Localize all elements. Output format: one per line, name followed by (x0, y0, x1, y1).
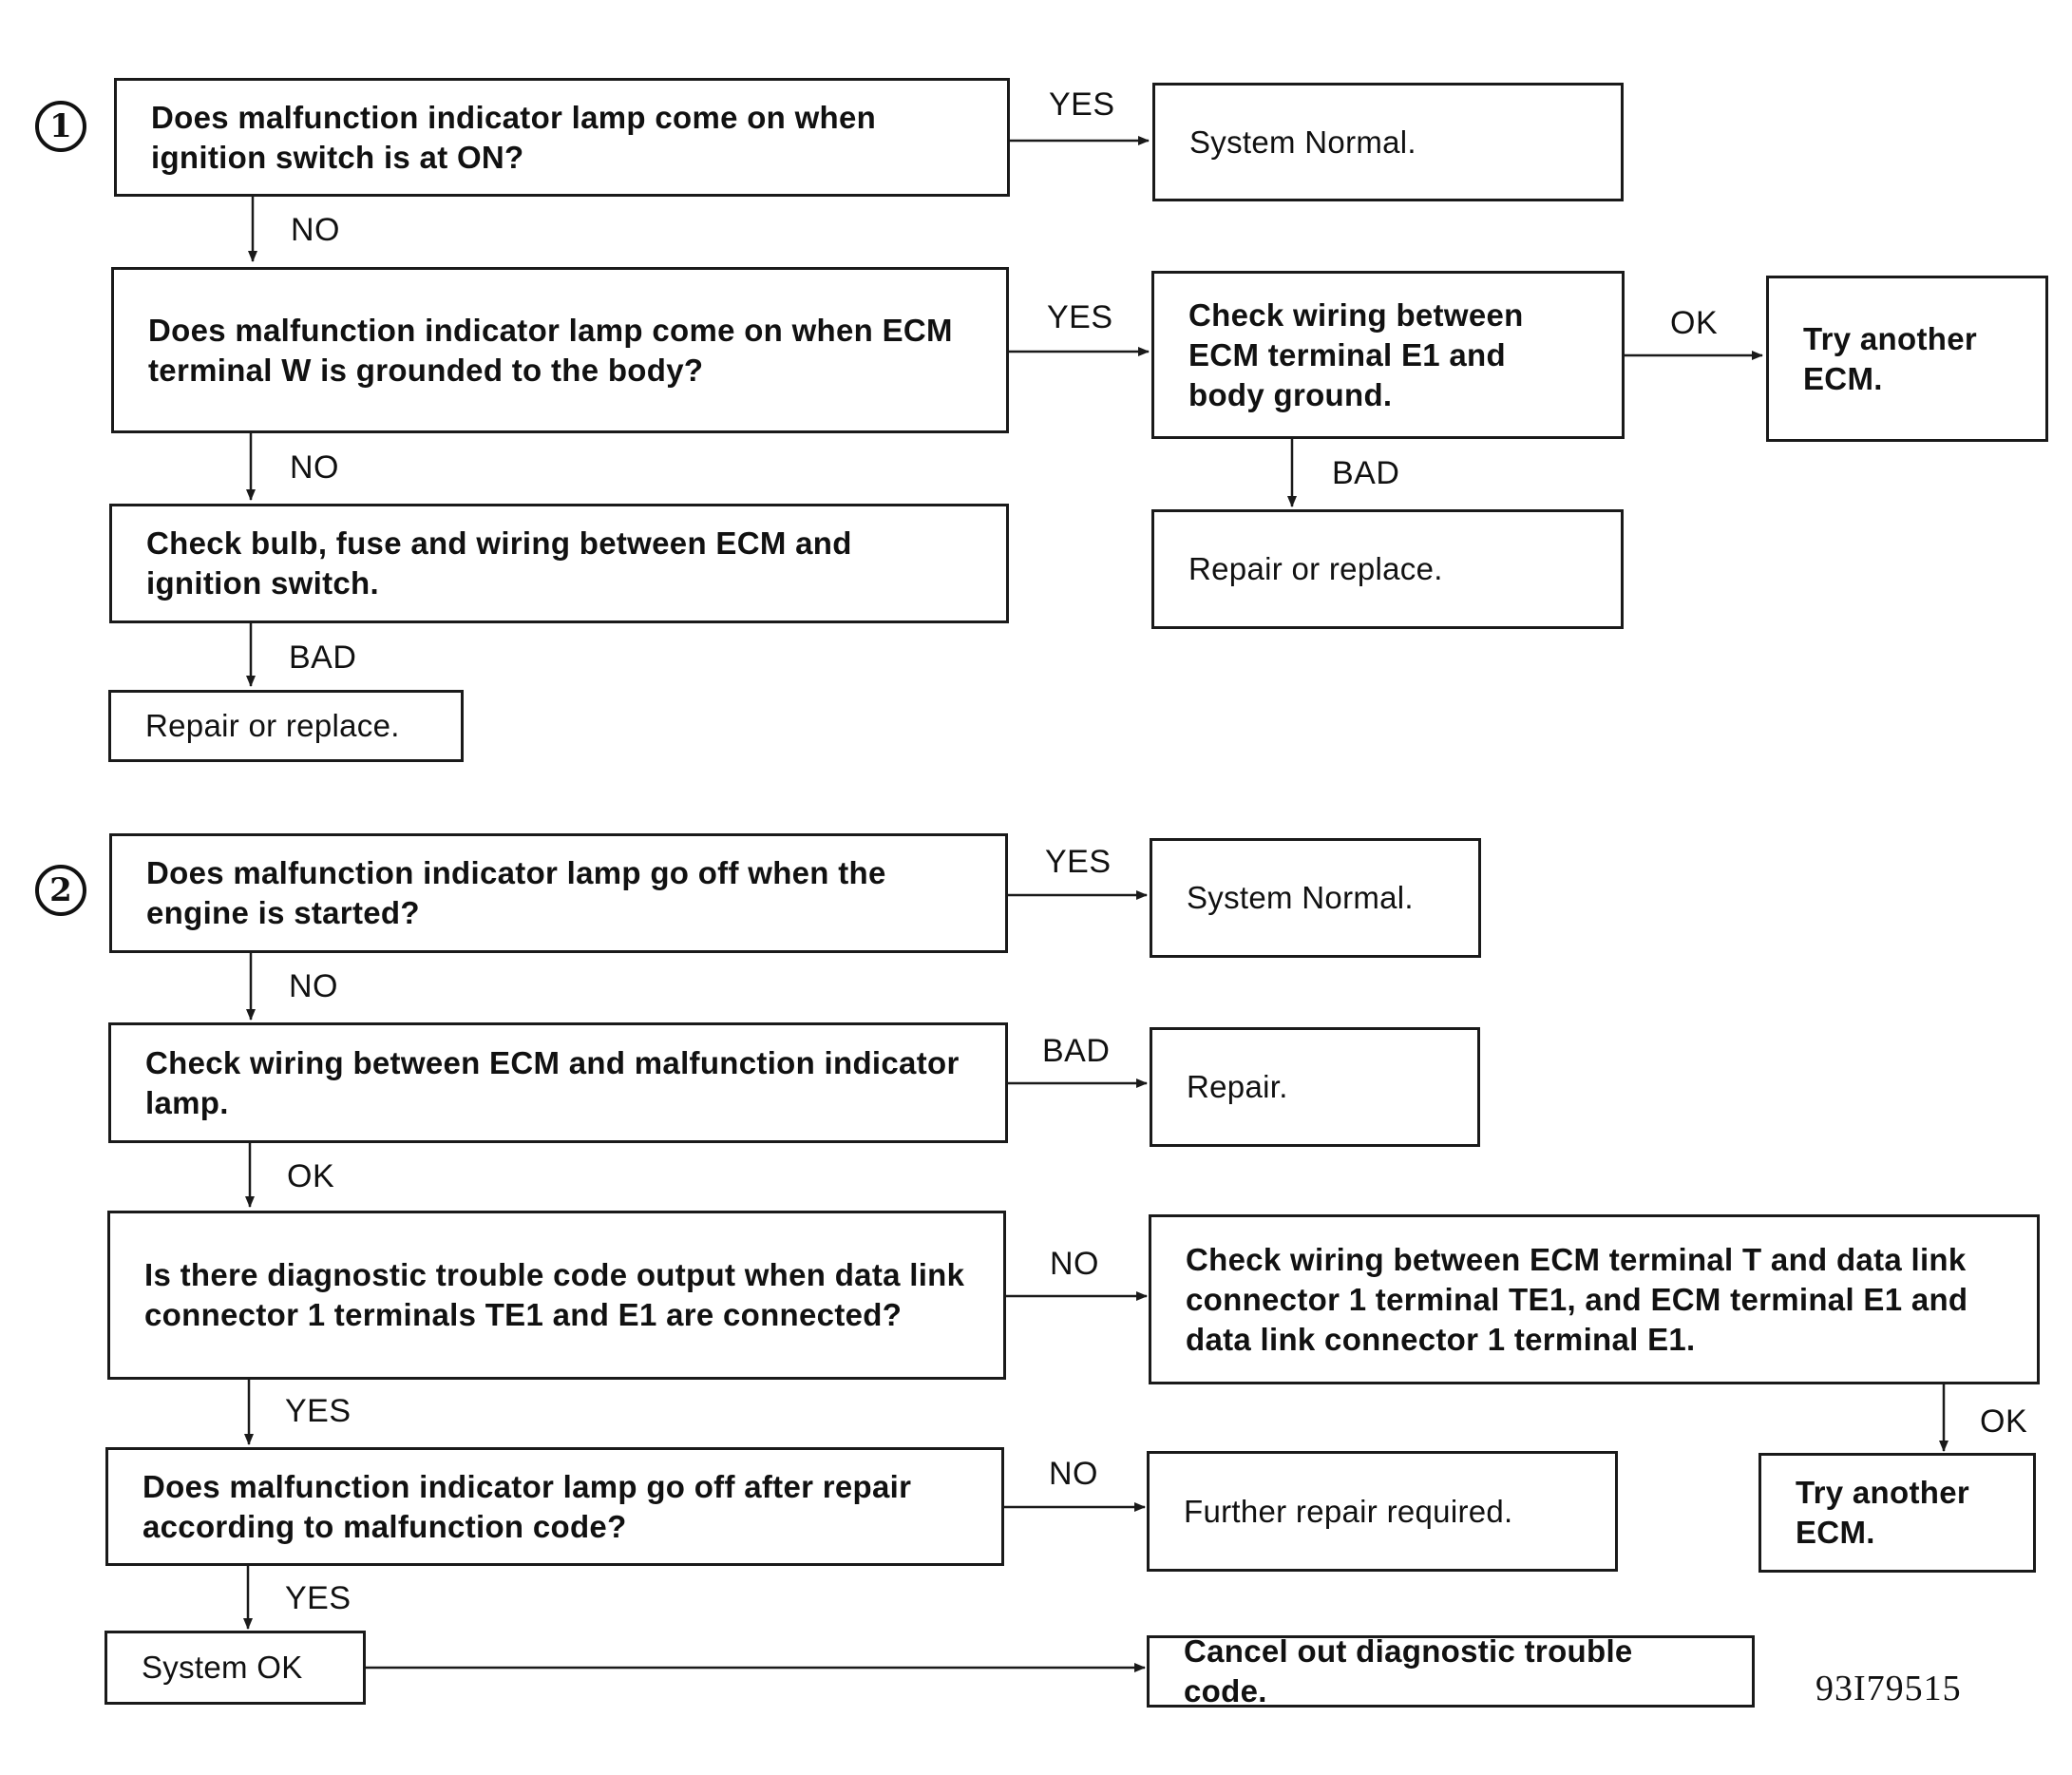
s1-check-bulb-box: Check bulb, fuse and wiring between ECM … (109, 504, 1009, 623)
section-2-number: 2 (49, 871, 72, 909)
s2-system-ok-box: System OK (105, 1631, 366, 1705)
s1-check-repair-text: Repair or replace. (1188, 551, 1443, 586)
s1-q2-yes-check-text: Check wiring between ECM terminal E1 and… (1188, 296, 1524, 412)
s2-q3-no-label: NO (1050, 1246, 1099, 1282)
s1-try-ecm-text: Try another ECM. (1803, 320, 1978, 396)
s2-q1-text: Does malfunction indicator lamp go off w… (146, 855, 886, 930)
s2-repair-text: Repair. (1187, 1069, 1288, 1104)
s2-try-ecm-text: Try another ECM. (1796, 1475, 1970, 1550)
s2-check-ok-label: OK (1980, 1403, 2028, 1440)
s1-q2-box: Does malfunction indicator lamp come on … (111, 267, 1009, 433)
s2-q1-yes-label: YES (1045, 844, 1112, 880)
s2-q1-yes-result-box: System Normal. (1150, 838, 1481, 958)
s1-check-bulb-text: Check bulb, fuse and wiring between ECM … (146, 525, 852, 601)
s2-system-ok-text: System OK (142, 1650, 303, 1685)
s2-check-wiring-box: Check wiring between ECM and malfunction… (108, 1022, 1008, 1143)
s1-try-ecm-box: Try another ECM. (1766, 276, 2048, 442)
s1-q1-text: Does malfunction indicator lamp come on … (151, 99, 877, 175)
s2-q3-no-check-box: Check wiring between ECM terminal T and … (1149, 1214, 2040, 1384)
s2-wiring-bad-label: BAD (1042, 1033, 1111, 1069)
s2-q1-box: Does malfunction indicator lamp go off w… (109, 833, 1008, 953)
s2-q1-yes-result-text: System Normal. (1187, 880, 1414, 915)
s2-wiring-ok-label: OK (287, 1158, 335, 1194)
s1-q1-box: Does malfunction indicator lamp come on … (114, 78, 1010, 197)
s2-repair-box: Repair. (1150, 1027, 1480, 1147)
s2-cancel-code-text: Cancel out diagnostic trouble code. (1184, 1633, 1633, 1708)
s1-q1-no-label: NO (291, 212, 340, 248)
s2-q4-box: Does malfunction indicator lamp go off a… (105, 1447, 1004, 1566)
s1-bulb-repair-text: Repair or replace. (145, 708, 400, 743)
section-1-number: 1 (49, 107, 72, 145)
s2-q3-box: Is there diagnostic trouble code output … (107, 1211, 1006, 1380)
figure-code: 93I79515 (1815, 1669, 1962, 1708)
s1-bulb-bad-label: BAD (289, 639, 357, 676)
s2-q3-no-check-text: Check wiring between ECM terminal T and … (1186, 1241, 1968, 1357)
s1-check-bad-label: BAD (1332, 455, 1400, 491)
s2-try-ecm-box: Try another ECM. (1758, 1453, 2036, 1573)
s1-q1-yes-result-text: System Normal. (1189, 124, 1416, 160)
s1-q2-yes-label: YES (1047, 299, 1113, 335)
s2-q4-text: Does malfunction indicator lamp go off a… (143, 1468, 912, 1544)
s1-q2-text: Does malfunction indicator lamp come on … (148, 312, 953, 388)
s1-q2-yes-check-box: Check wiring between ECM terminal E1 and… (1151, 271, 1625, 439)
s1-q2-no-label: NO (290, 449, 339, 486)
s1-bulb-repair-box: Repair or replace. (108, 690, 464, 762)
s2-q3-text: Is there diagnostic trouble code output … (144, 1257, 965, 1332)
s2-q4-yes-label: YES (285, 1580, 352, 1616)
s1-check-repair-box: Repair or replace. (1151, 509, 1624, 629)
s2-further-repair-box: Further repair required. (1147, 1451, 1618, 1572)
s2-cancel-code-box: Cancel out diagnostic trouble code. (1147, 1633, 1755, 1708)
section-2-marker: 2 (35, 865, 86, 916)
s1-check-ok-label: OK (1670, 305, 1719, 341)
s1-q1-yes-result-box: System Normal. (1152, 83, 1624, 201)
s2-further-repair-text: Further repair required. (1184, 1493, 1513, 1529)
s2-check-wiring-text: Check wiring between ECM and malfunction… (145, 1044, 960, 1120)
s2-q1-no-label: NO (289, 968, 338, 1004)
s2-q4-no-label: NO (1049, 1456, 1098, 1492)
s1-q1-yes-label: YES (1049, 86, 1115, 123)
section-1-marker: 1 (35, 101, 86, 152)
s2-q3-yes-label: YES (285, 1393, 352, 1429)
